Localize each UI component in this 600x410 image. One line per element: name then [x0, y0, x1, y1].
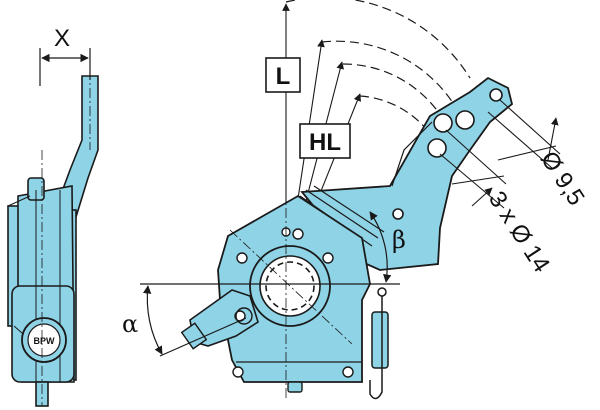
- hole-14-c: [427, 138, 447, 158]
- label-holes: 3 x Ø 14: [483, 187, 555, 278]
- label-x: X: [54, 25, 70, 52]
- hole-14-b: [455, 110, 475, 130]
- dimension-x: [39, 48, 91, 86]
- label-alpha: α: [122, 310, 138, 338]
- hole-dimensions: [439, 99, 561, 209]
- adjuster-hex: [180, 322, 208, 350]
- lever-holes: [392, 88, 503, 220]
- label-box-hl: HL: [299, 123, 351, 159]
- return-clip: [369, 287, 389, 400]
- angle-alpha: [142, 285, 247, 357]
- label-diameter: Ø 9,5: [535, 147, 590, 211]
- bpw-logo: BPW: [21, 317, 67, 363]
- label-hl: HL: [309, 129, 341, 156]
- bpw-logo-text: BPW: [34, 336, 56, 346]
- hole-small: [392, 208, 404, 220]
- angle-beta: [369, 211, 392, 283]
- housing-bolts: [232, 227, 354, 378]
- hole-14-a: [433, 113, 453, 133]
- label-box-l: L: [265, 57, 301, 93]
- splined-hub: [249, 245, 331, 327]
- label-l: L: [276, 63, 291, 90]
- hole-upper: [489, 88, 503, 102]
- grease-nipple: [287, 381, 303, 393]
- label-beta: β: [392, 226, 406, 254]
